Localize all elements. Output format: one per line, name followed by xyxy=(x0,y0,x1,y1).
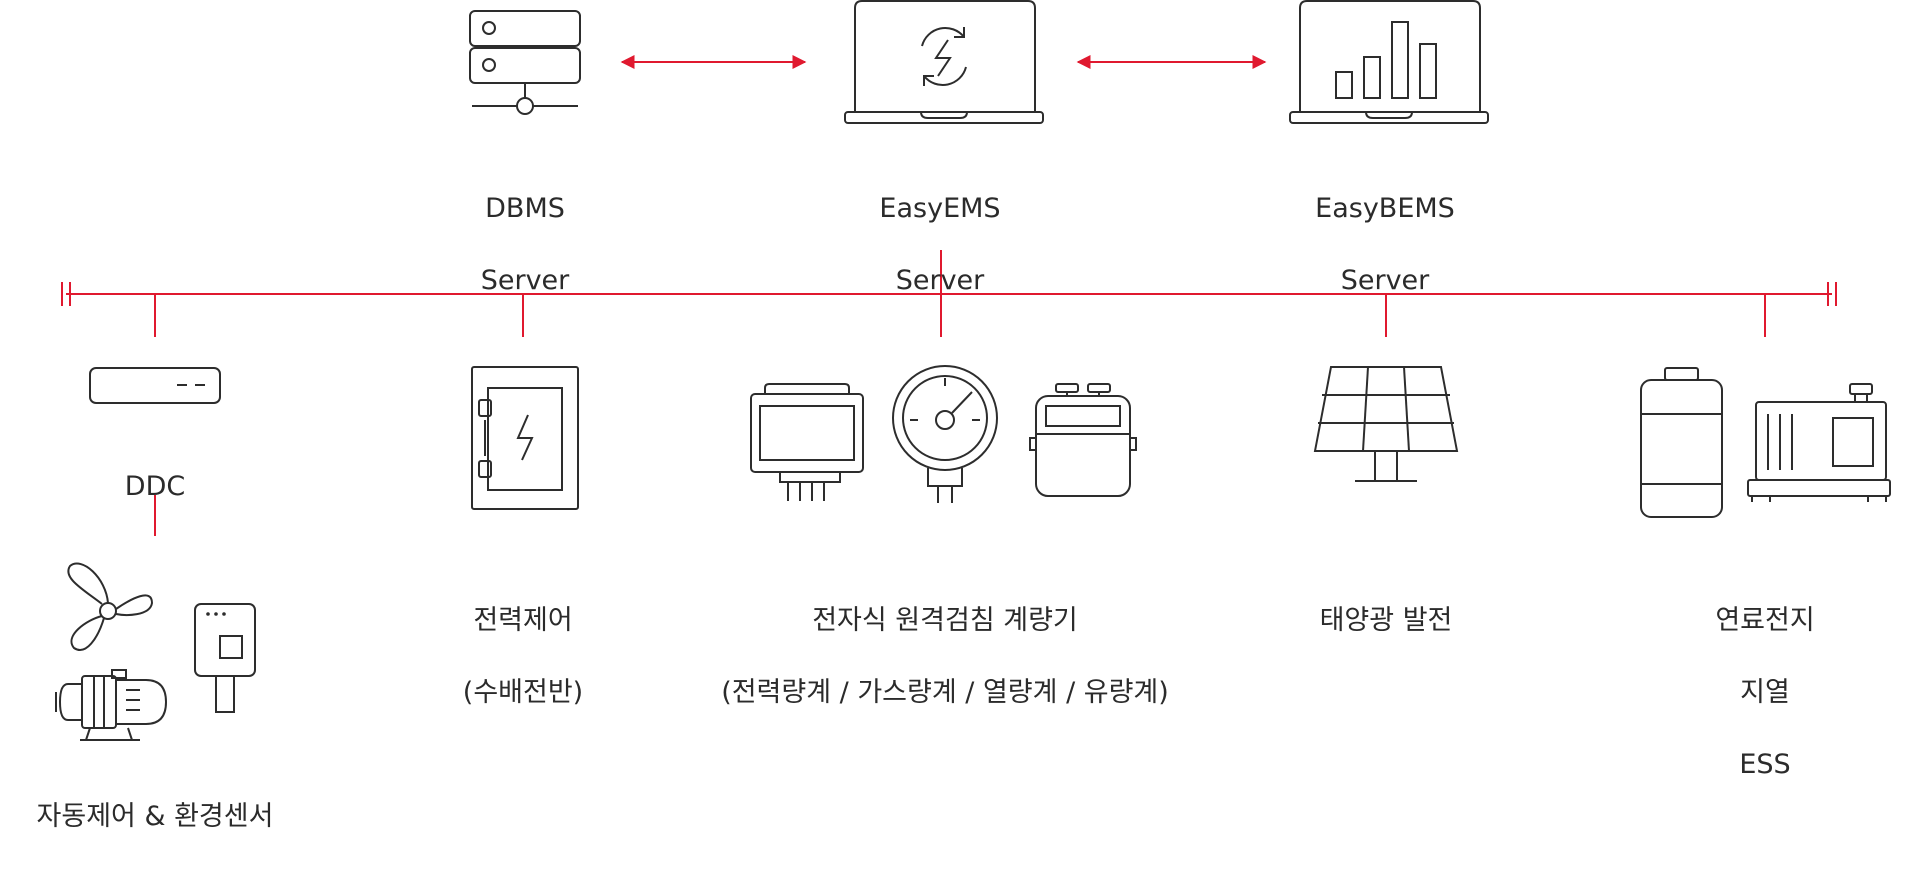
ddc-label-text: DDC xyxy=(124,471,186,502)
fuel-line1: 연료전지 xyxy=(1715,605,1815,636)
power-meter-icon xyxy=(750,383,864,501)
meters-line1: 전자식 원격검침 계량기 xyxy=(812,605,1078,636)
meters-line2: (전력량계 / 가스량계 / 열량계 / 유량계) xyxy=(721,677,1169,708)
easyems-label-line1: EasyEMS xyxy=(879,193,1001,224)
solar-label-text: 태양광 발전 xyxy=(1319,605,1453,636)
generator-icon xyxy=(1747,383,1891,502)
network-bus xyxy=(61,250,1837,536)
dbms-label-line2: Server xyxy=(480,265,570,296)
system-diagram xyxy=(55,0,1891,741)
meters-label: 전자식 원격검침 계량기 (전력량계 / 가스량계 / 열량계 / 유량계) xyxy=(680,567,1210,747)
easybems-label-line2: Server xyxy=(1340,265,1430,296)
power-control-line1: 전력제어 xyxy=(473,605,573,636)
gas-meter-icon xyxy=(1029,383,1137,497)
laptop-energy-sync-icon xyxy=(844,0,1044,124)
database-server-icon xyxy=(469,10,581,115)
fuel-line3: ESS xyxy=(1739,749,1791,780)
easyems-server-label: EasyEMS Server xyxy=(820,155,1060,335)
laptop-bar-chart-icon xyxy=(1289,0,1489,124)
power-control-line2: (수배전반) xyxy=(462,677,584,708)
dbms-server-label: DBMS Server xyxy=(425,155,625,335)
easybems-server-label: EasyBEMS Server xyxy=(1265,155,1505,335)
power-control-label: 전력제어 (수배전반) xyxy=(423,567,623,747)
gauge-meter-icon xyxy=(892,365,998,503)
auto-control-label: 자동제어 & 환경센서 xyxy=(10,763,300,871)
solar-label: 태양광 발전 xyxy=(1296,567,1476,675)
dbms-label-line1: DBMS xyxy=(485,193,565,224)
battery-icon xyxy=(1640,367,1723,518)
power-panel-icon xyxy=(471,366,579,510)
easyems-label-line2: Server xyxy=(895,265,985,296)
fuel-line2: 지열 xyxy=(1740,677,1790,708)
motor-pump-icon xyxy=(55,669,168,741)
ddc-controller-icon xyxy=(89,367,221,404)
environment-sensor-icon xyxy=(194,603,256,713)
auto-control-label-text: 자동제어 & 환경센서 xyxy=(36,801,274,832)
ddc-label: DDC xyxy=(75,433,235,541)
solar-panel-icon xyxy=(1313,366,1459,482)
fan-icon xyxy=(67,562,154,651)
easybems-label-line1: EasyBEMS xyxy=(1315,193,1455,224)
fuel-label: 연료전지 지열 ESS xyxy=(1685,567,1845,819)
